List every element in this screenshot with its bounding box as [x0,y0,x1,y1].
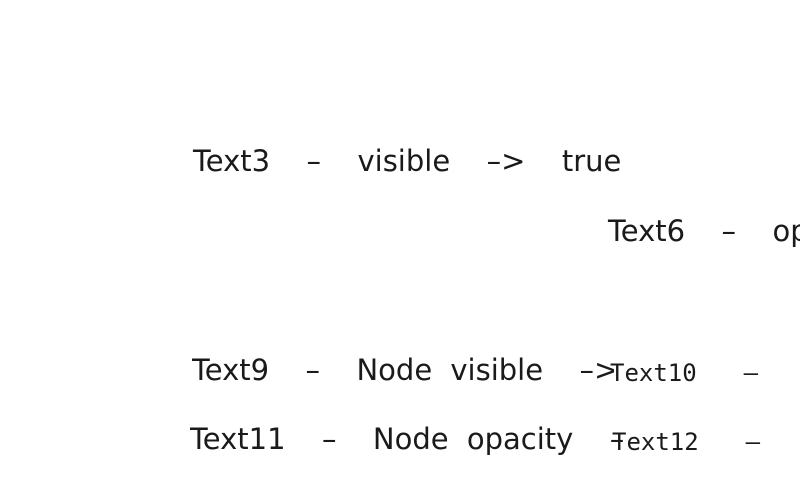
text3-label: Text3 – visible –> true [193,144,622,178]
text10-label: Text10 – Node [610,359,759,387]
text9-label: Text9 – Node visible –> true [192,356,614,387]
text12-label: Text12 – Node [612,428,761,456]
text9-clip-region: Text9 – Node visible –> true [192,356,614,390]
text11-clip-region: Text11 – Node opacity –> 0 [190,425,624,459]
text6-label: Text6 – opac [608,214,800,248]
text11-label: Text11 – Node opacity –> 0 [190,425,624,456]
